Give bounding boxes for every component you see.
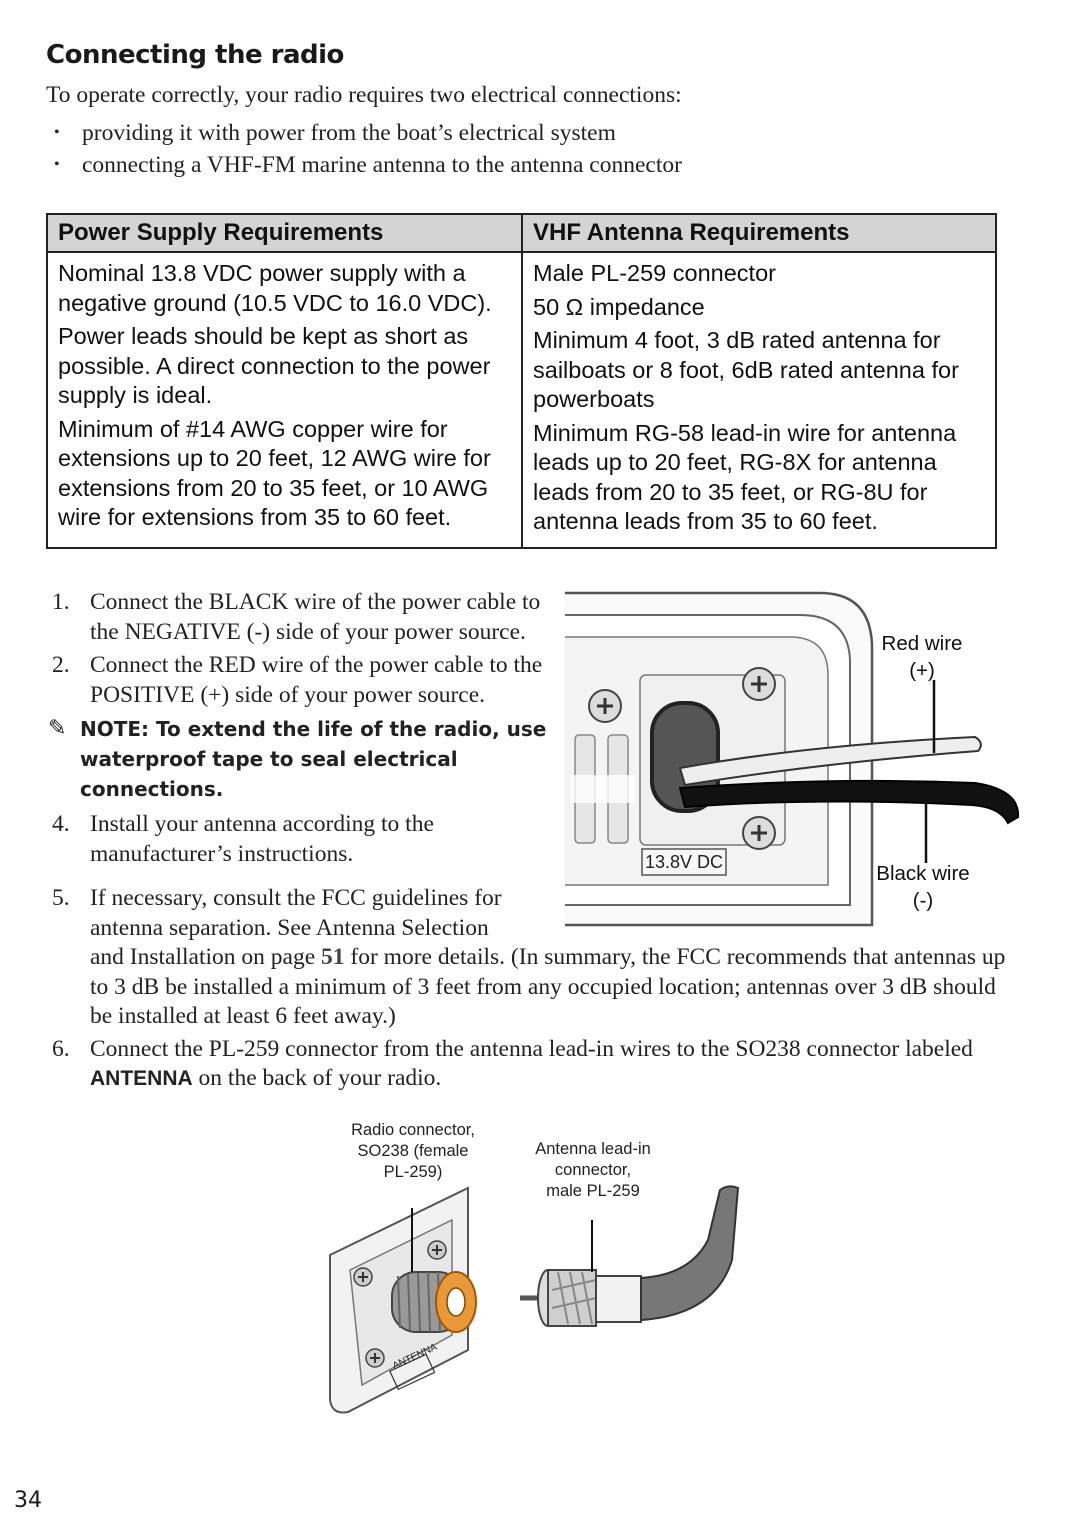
step-item: 1. Connect the BLACK wire of the power c… [52, 588, 552, 647]
label-line: Antenna lead-in [535, 1140, 651, 1158]
screw-icon [588, 689, 622, 723]
antenna-lead-label: Antenna lead-in connector, male PL-259 [510, 1139, 676, 1202]
screw-icon [353, 1267, 373, 1287]
voltage-plate [641, 848, 727, 876]
bullet-dot: • [54, 124, 60, 141]
step-item: 6. Connect the PL-259 connector from the… [52, 1035, 1012, 1094]
so238-connector [391, 1271, 477, 1333]
voltage-label: 13.8V DC [644, 852, 724, 872]
step-text: Connect the BLACK wire of the power cabl… [90, 589, 541, 645]
note-text: NOTE: To extend the life of the radio, u… [80, 717, 547, 801]
pencil-icon: ✎ [48, 716, 67, 741]
step-item: 4. Install your antenna according to the… [52, 810, 552, 869]
screw-icon [365, 1348, 385, 1368]
vhf-item: Male PL-259 connector [533, 260, 776, 286]
vhf-item: Minimum RG-58 lead-in wire for antenna l… [533, 419, 957, 535]
red-wire [678, 735, 982, 787]
label-line: Radio connector, [351, 1121, 475, 1139]
bullet-dot: • [54, 156, 60, 173]
bullet-text: providing it with power from the boat’s … [82, 120, 616, 146]
antenna-label-text: ANTENNA [90, 1067, 193, 1090]
vhf-header: VHF Antenna Requirements [521, 213, 997, 253]
power-item: Minimum of #14 AWG copper wire for exten… [58, 415, 491, 531]
step-text: Install your antenna according to the ma… [90, 811, 434, 867]
table-row: Nominal 13.8 VDC power supply with a neg… [46, 251, 997, 549]
vhf-cell: Male PL-259 connector 50 Ω impedance Min… [521, 251, 997, 549]
coax-cable [640, 1185, 740, 1322]
steps-list: 1. Connect the BLACK wire of the power c… [48, 588, 552, 873]
pl259-connector [520, 1185, 740, 1327]
step-text: antenna separation. See Antenna Selectio… [90, 914, 489, 941]
screw-icon [427, 1240, 447, 1260]
power-header: Power Supply Requirements [46, 213, 523, 253]
bullet-item: • connecting a VHF-FM marine antenna to t… [54, 150, 682, 182]
vhf-item: 50 Ω impedance [533, 293, 705, 320]
step-number: 5. [52, 885, 70, 911]
page-reference-link[interactable]: 51 [321, 944, 345, 970]
power-cell: Nominal 13.8 VDC power supply with a neg… [46, 251, 523, 549]
black-wire-sign: (-) [912, 889, 934, 912]
step-number: 2. [52, 652, 70, 678]
step-item: 2. Connect the RED wire of the power cab… [52, 651, 552, 710]
power-item: Nominal 13.8 VDC power supply with a neg… [58, 260, 492, 316]
black-wire-label: Black wire [876, 862, 970, 885]
step-number: 4. [52, 811, 70, 837]
antenna-connector-illustration [329, 1185, 740, 1414]
step-text: Connect the PL-259 connector from the an… [90, 1035, 973, 1062]
label-line: PL-259) [383, 1163, 443, 1181]
red-wire-label: Red wire [881, 632, 963, 655]
radio-connector-label: Radio connector, SO238 (female PL-259) [332, 1120, 494, 1183]
step-text: on the back of your radio. [192, 1065, 442, 1091]
page-number: 34 [14, 1488, 42, 1513]
vhf-item: Minimum 4 foot, 3 dB rated antenna for s… [533, 327, 959, 412]
power-grommet [650, 701, 720, 813]
black-wire [678, 779, 1020, 825]
step-number: 6. [52, 1035, 70, 1062]
requirements-table: Power Supply Requirements VHF Antenna Re… [46, 213, 997, 549]
step-text: If necessary, consult the FCC guidelines… [90, 885, 502, 911]
step-number: 1. [52, 589, 70, 615]
bullet-list: • providing it with power from the boat’s… [54, 118, 682, 182]
screw-icon [742, 816, 776, 850]
screw-icon [742, 667, 776, 701]
label-line: SO238 (female [357, 1142, 469, 1160]
step-item: 5. If necessary, consult the FCC guideli… [52, 884, 1012, 1032]
label-line: male PL-259 [546, 1182, 640, 1200]
power-item: Power leads should be kept as short as p… [58, 323, 491, 408]
note-block: ✎ NOTE: To extend the life of the radio,… [48, 714, 552, 804]
step-text: and Installation on page [90, 944, 322, 970]
bullet-text: connecting a VHF-FM marine antenna to th… [82, 152, 682, 178]
steps-list-continued: 5. If necessary, consult the FCC guideli… [52, 884, 1012, 1097]
intro-text: To operate correctly, your radio require… [46, 82, 682, 108]
page-title: Connecting the radio [46, 40, 344, 70]
step-text: Connect the RED wire of the power cable … [90, 652, 543, 708]
table-header-row: Power Supply Requirements VHF Antenna Re… [46, 213, 997, 253]
power-connection-illustration [565, 591, 1020, 927]
bullet-item: • providing it with power from the boat’s… [54, 118, 682, 150]
plate-label-box [389, 1353, 436, 1391]
red-wire-sign: (+) [909, 659, 935, 682]
label-line: connector, [554, 1161, 632, 1179]
step-text: for more details. (In summary, the FCC r… [90, 944, 1006, 1029]
